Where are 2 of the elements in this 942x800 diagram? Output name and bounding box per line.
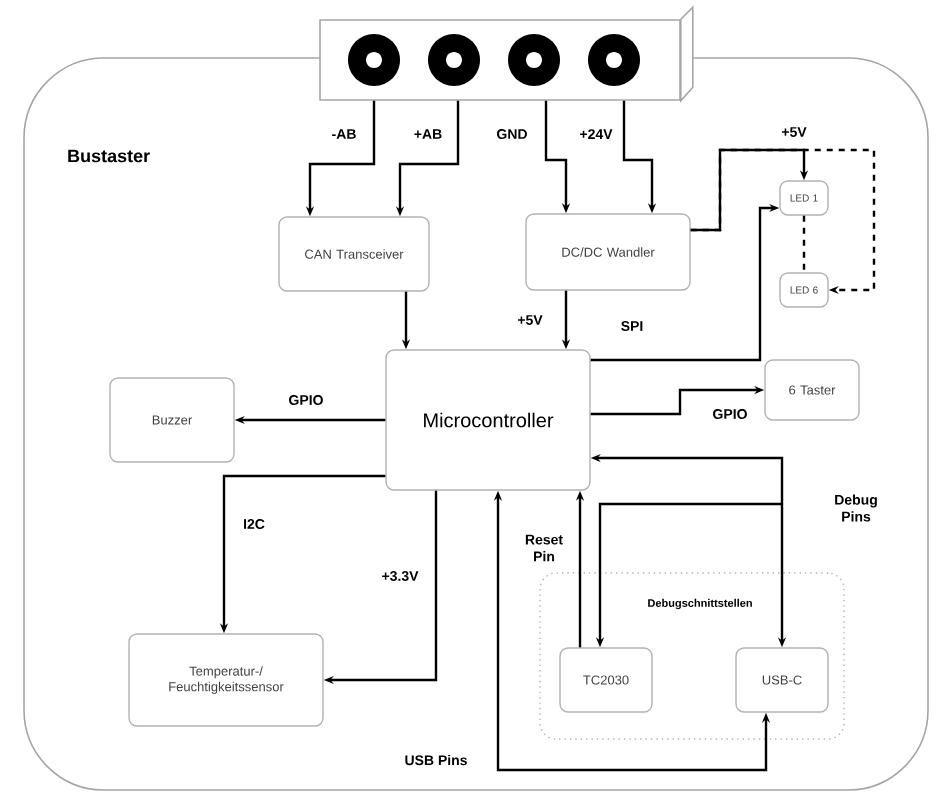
- component-box: Microcontroller: [385, 349, 591, 491]
- connector-arrow: [690, 148, 876, 295]
